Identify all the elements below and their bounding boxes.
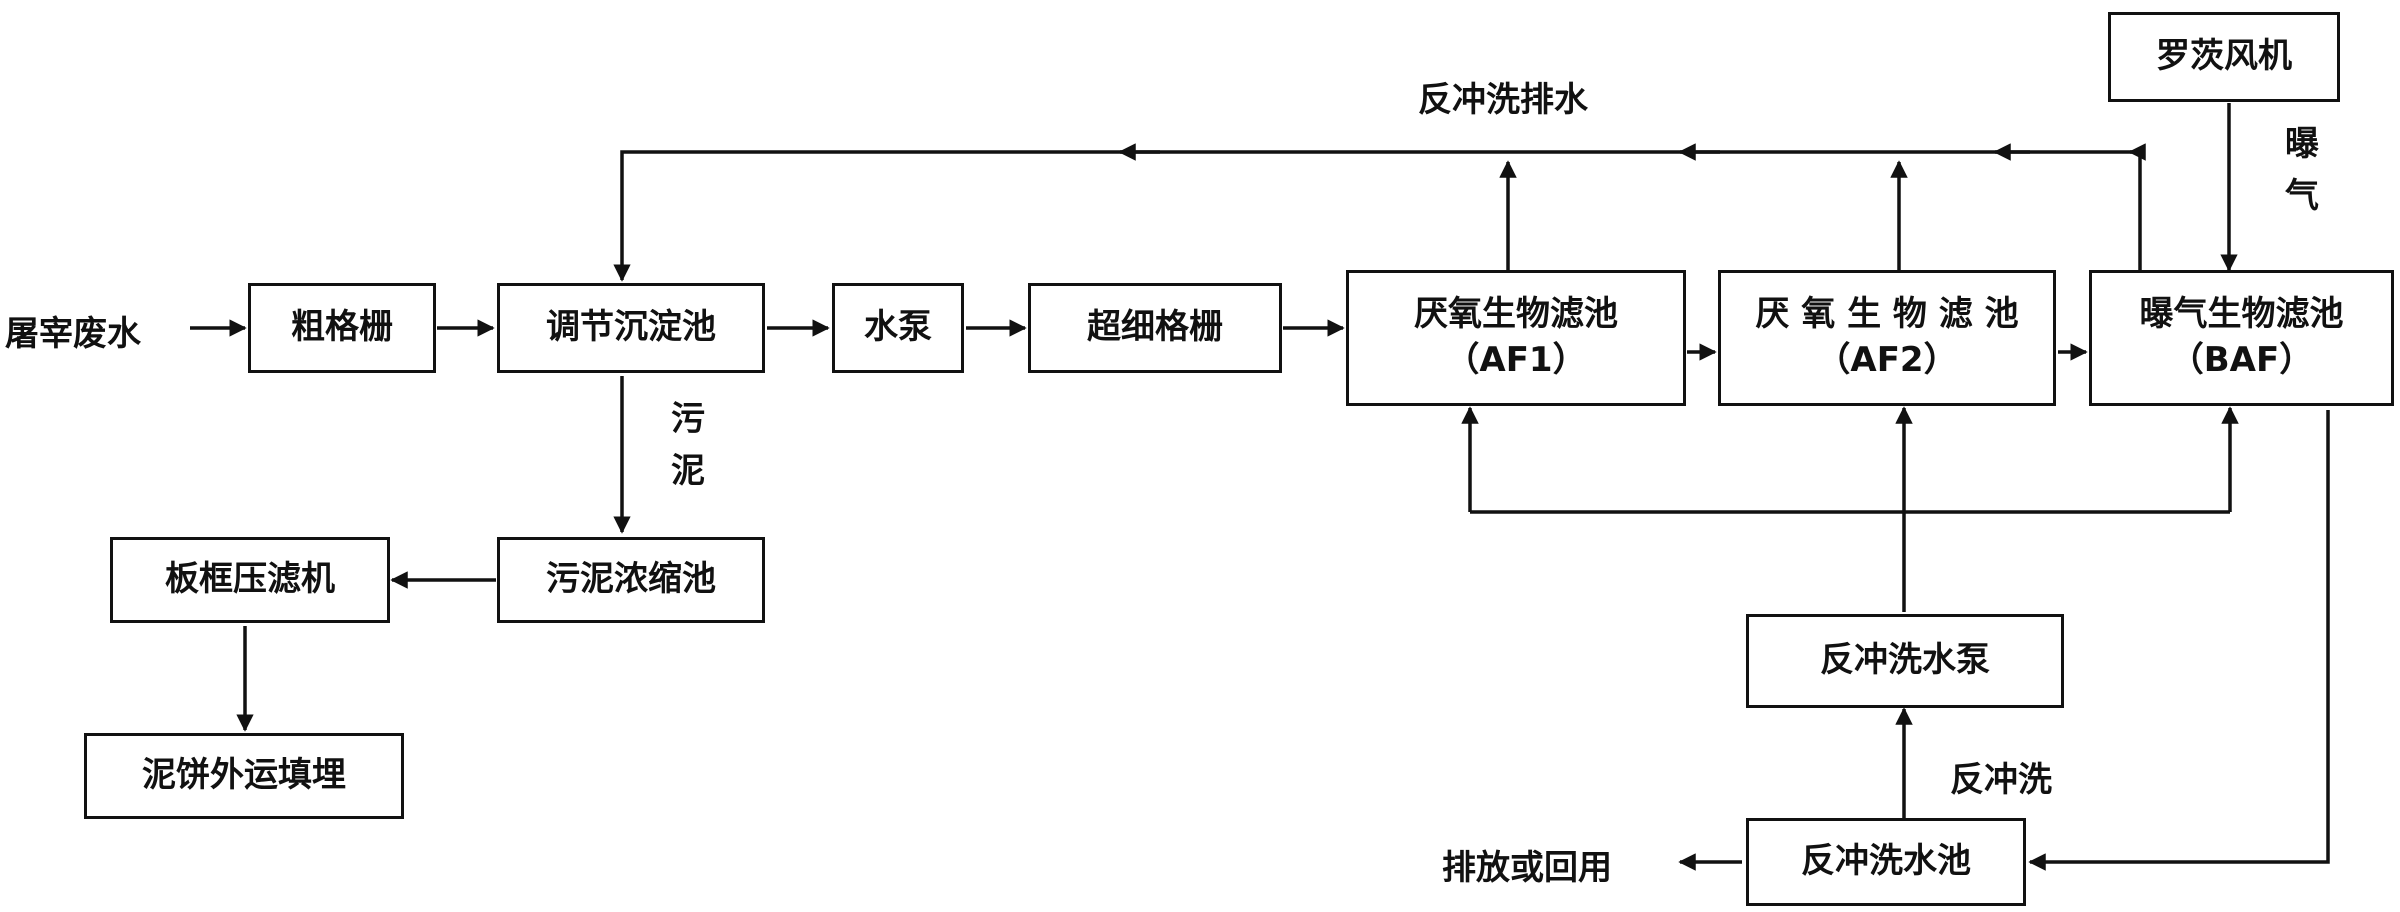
roots-blower-label: 罗茨风机 [2156, 36, 2292, 77]
aeration-char-2: 气 [2285, 176, 2319, 216]
water-pump-label: 水泵 [864, 307, 932, 348]
backwash-tank-label: 反冲洗水池 [1801, 841, 1971, 882]
baf-box: 曝气生物滤池 （BAF） [2089, 270, 2394, 406]
coarse-screen-label: 粗格栅 [291, 307, 393, 348]
roots-blower-box: 罗茨风机 [2108, 12, 2340, 102]
settling-tank-label: 调节沉淀池 [546, 307, 716, 348]
af2-box: 厌 氧 生 物 滤 池 （AF2） [1718, 270, 2056, 406]
ultrafine-screen-box: 超细格栅 [1028, 283, 1282, 373]
settling-tank-box: 调节沉淀池 [497, 283, 765, 373]
sludge-label: 污 泥 [668, 393, 708, 497]
sludge-cake-disposal-label: 泥饼外运填埋 [142, 755, 346, 796]
af1-code: （AF1） [1445, 340, 1587, 380]
af1-box: 厌氧生物滤池 （AF1） [1346, 270, 1686, 406]
af2-code: （AF2） [1816, 340, 1958, 380]
baf-effluent-line [2028, 410, 2330, 871]
sludge-char-1: 污 [671, 399, 705, 439]
aeration-label: 曝 气 [2282, 118, 2322, 222]
coarse-screen-box: 粗格栅 [248, 283, 436, 373]
backwash-label: 反冲洗 [1950, 760, 2052, 800]
aeration-char-1: 曝 [2285, 124, 2319, 164]
af2-title: 厌 氧 生 物 滤 池 [1755, 294, 2019, 335]
baf-code: （BAF） [2169, 340, 2314, 380]
backwash-tank-box: 反冲洗水池 [1746, 818, 2026, 906]
af1-title: 厌氧生物滤池 [1414, 294, 1618, 335]
discharge-or-reuse-label: 排放或回用 [1442, 848, 1612, 888]
ultrafine-screen-label: 超细格栅 [1087, 307, 1223, 348]
sludge-thickener-box: 污泥浓缩池 [497, 537, 765, 623]
backwash-pump-label: 反冲洗水泵 [1820, 640, 1990, 681]
plate-filter-press-label: 板框压滤机 [165, 559, 335, 600]
slaughter-wastewater-label: 屠宰废水 [5, 314, 141, 354]
plate-filter-press-box: 板框压滤机 [110, 537, 390, 623]
water-pump-box: 水泵 [832, 283, 964, 373]
sludge-thickener-label: 污泥浓缩池 [546, 559, 716, 600]
sludge-char-2: 泥 [671, 451, 705, 491]
baf-title: 曝气生物滤池 [2139, 294, 2344, 335]
backwash-drain-line [613, 150, 2142, 282]
backwash-pump-box: 反冲洗水泵 [1746, 614, 2064, 708]
backwash-drain-label: 反冲洗排水 [1418, 80, 1588, 120]
sludge-cake-disposal-box: 泥饼外运填埋 [84, 733, 404, 819]
